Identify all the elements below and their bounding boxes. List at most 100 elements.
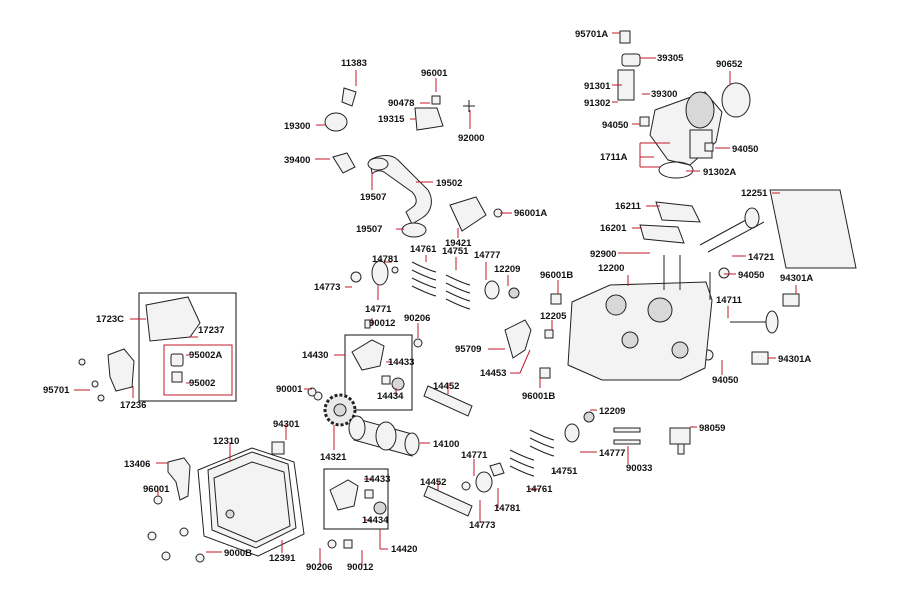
label-14773-a: 14773 [314, 282, 340, 293]
label-95002A: 95002A [189, 350, 222, 361]
label-14452-a: 14452 [433, 381, 459, 392]
callout-labels: 95701A 39305 91301 39300 91302 90652 940… [43, 29, 813, 573]
filter-95002a [170, 353, 184, 367]
label-12310: 12310 [213, 436, 239, 447]
leader-lines [74, 32, 797, 565]
label-14761-a: 14761 [410, 244, 437, 255]
label-94050-b: 94050 [732, 144, 758, 155]
seal-94301 [271, 441, 285, 455]
camshaft-14100 [348, 415, 420, 457]
subgroup-box-95002 [163, 344, 233, 396]
label-90478: 90478 [388, 98, 414, 109]
nut-94050-right [718, 267, 730, 279]
label-17237: 17237 [198, 325, 224, 336]
label-19421: 19421 [445, 238, 472, 249]
label-14100: 14100 [433, 439, 459, 450]
label-14781-a: 14781 [372, 254, 399, 265]
screw-95701-1 [78, 358, 86, 366]
oring-95002 [171, 371, 183, 383]
label-14751-a: 14751 [442, 246, 469, 257]
label-14773-b: 14773 [469, 520, 495, 531]
label-14430: 14430 [302, 350, 328, 361]
label-98059: 98059 [699, 423, 725, 434]
label-12200: 12200 [598, 263, 624, 274]
rocker-arm-14430 [351, 319, 423, 391]
bracket-13406 [167, 457, 191, 501]
cylinder-head-12200 [567, 255, 713, 381]
label-1711A: 1711A [600, 152, 628, 163]
label-12209-a: 12209 [494, 264, 520, 275]
label-14781-b: 14781 [494, 503, 521, 514]
label-95701: 95701 [43, 385, 70, 396]
dowel-pins-90033 [613, 427, 641, 445]
label-90652: 90652 [716, 59, 742, 70]
label-19507-b: 19507 [356, 224, 382, 235]
label-17236: 17236 [120, 400, 146, 411]
label-16211: 16211 [615, 201, 642, 212]
label-96001: 96001 [421, 68, 448, 79]
cam-sprocket-14321 [313, 391, 357, 427]
screw-95701-3 [97, 394, 105, 402]
label-14434-b: 14434 [362, 515, 389, 526]
bracket-17236 [107, 348, 135, 392]
label-94301A-b: 94301A [778, 354, 811, 365]
label-91301: 91301 [584, 81, 611, 92]
label-14453: 14453 [480, 368, 506, 379]
label-94050-a: 94050 [602, 120, 628, 131]
head-cover-12310 [207, 451, 297, 549]
label-96001B-b: 96001B [522, 391, 555, 402]
label-96001-b: 96001 [143, 484, 170, 495]
bolts-96001b [539, 293, 562, 379]
label-16201: 16201 [600, 223, 627, 234]
label-39400: 39400 [284, 155, 310, 166]
label-14433-a: 14433 [388, 357, 414, 368]
cover-gasket-12391 [197, 447, 305, 557]
label-14711: 14711 [716, 295, 743, 306]
label-95701A: 95701A [575, 29, 608, 40]
valve-train-upper [350, 260, 520, 310]
gasket-16201 [639, 224, 685, 244]
label-90206-a: 90206 [404, 313, 430, 324]
screw-95701-2 [91, 380, 99, 388]
rocker-shafts-14452 [423, 385, 473, 517]
label-39305: 39305 [657, 53, 684, 64]
gasket-91302a [658, 161, 694, 179]
rocker-arm-14420 [329, 479, 387, 515]
label-90001-a: 90001 [276, 384, 303, 395]
label-12251: 12251 [741, 188, 768, 199]
label-19315: 19315 [378, 114, 405, 125]
label-91302A: 91302A [703, 167, 736, 178]
valve-train-lower [461, 411, 595, 493]
label-91302: 91302 [584, 98, 610, 109]
label-90012-a: 90012 [369, 318, 395, 329]
cover-1723c [145, 296, 201, 342]
spark-plug-98059 [669, 427, 691, 455]
label-96001A: 96001A [514, 208, 547, 219]
label-14420: 14420 [391, 544, 417, 555]
nut-94050 [704, 142, 714, 152]
injector-connector-part [617, 30, 650, 127]
seal-94301a-bottom [751, 351, 769, 365]
label-90012-b: 90012 [347, 562, 373, 573]
label-9000B: 9000B [224, 548, 252, 559]
label-94050-c: 94050 [738, 270, 764, 281]
label-95002: 95002 [189, 378, 215, 389]
cover-bolts [147, 495, 205, 563]
label-94301: 94301 [273, 419, 300, 430]
label-90206-b: 90206 [306, 562, 332, 573]
label-19300: 19300 [284, 121, 310, 132]
label-19507-a: 19507 [360, 192, 386, 203]
water-hose-part [367, 155, 503, 238]
label-94301A-a: 94301A [780, 273, 813, 284]
gasket-16211 [655, 201, 701, 223]
assembly-box-1723c [138, 292, 237, 402]
label-96001B-a: 96001B [540, 270, 573, 281]
cylinder-gasket-12251 [769, 189, 857, 269]
label-13406: 13406 [124, 459, 150, 470]
label-14771-b: 14771 [461, 450, 488, 461]
label-14761-b: 14761 [526, 484, 553, 495]
label-14721: 14721 [748, 252, 775, 263]
label-14433-b: 14433 [364, 474, 390, 485]
